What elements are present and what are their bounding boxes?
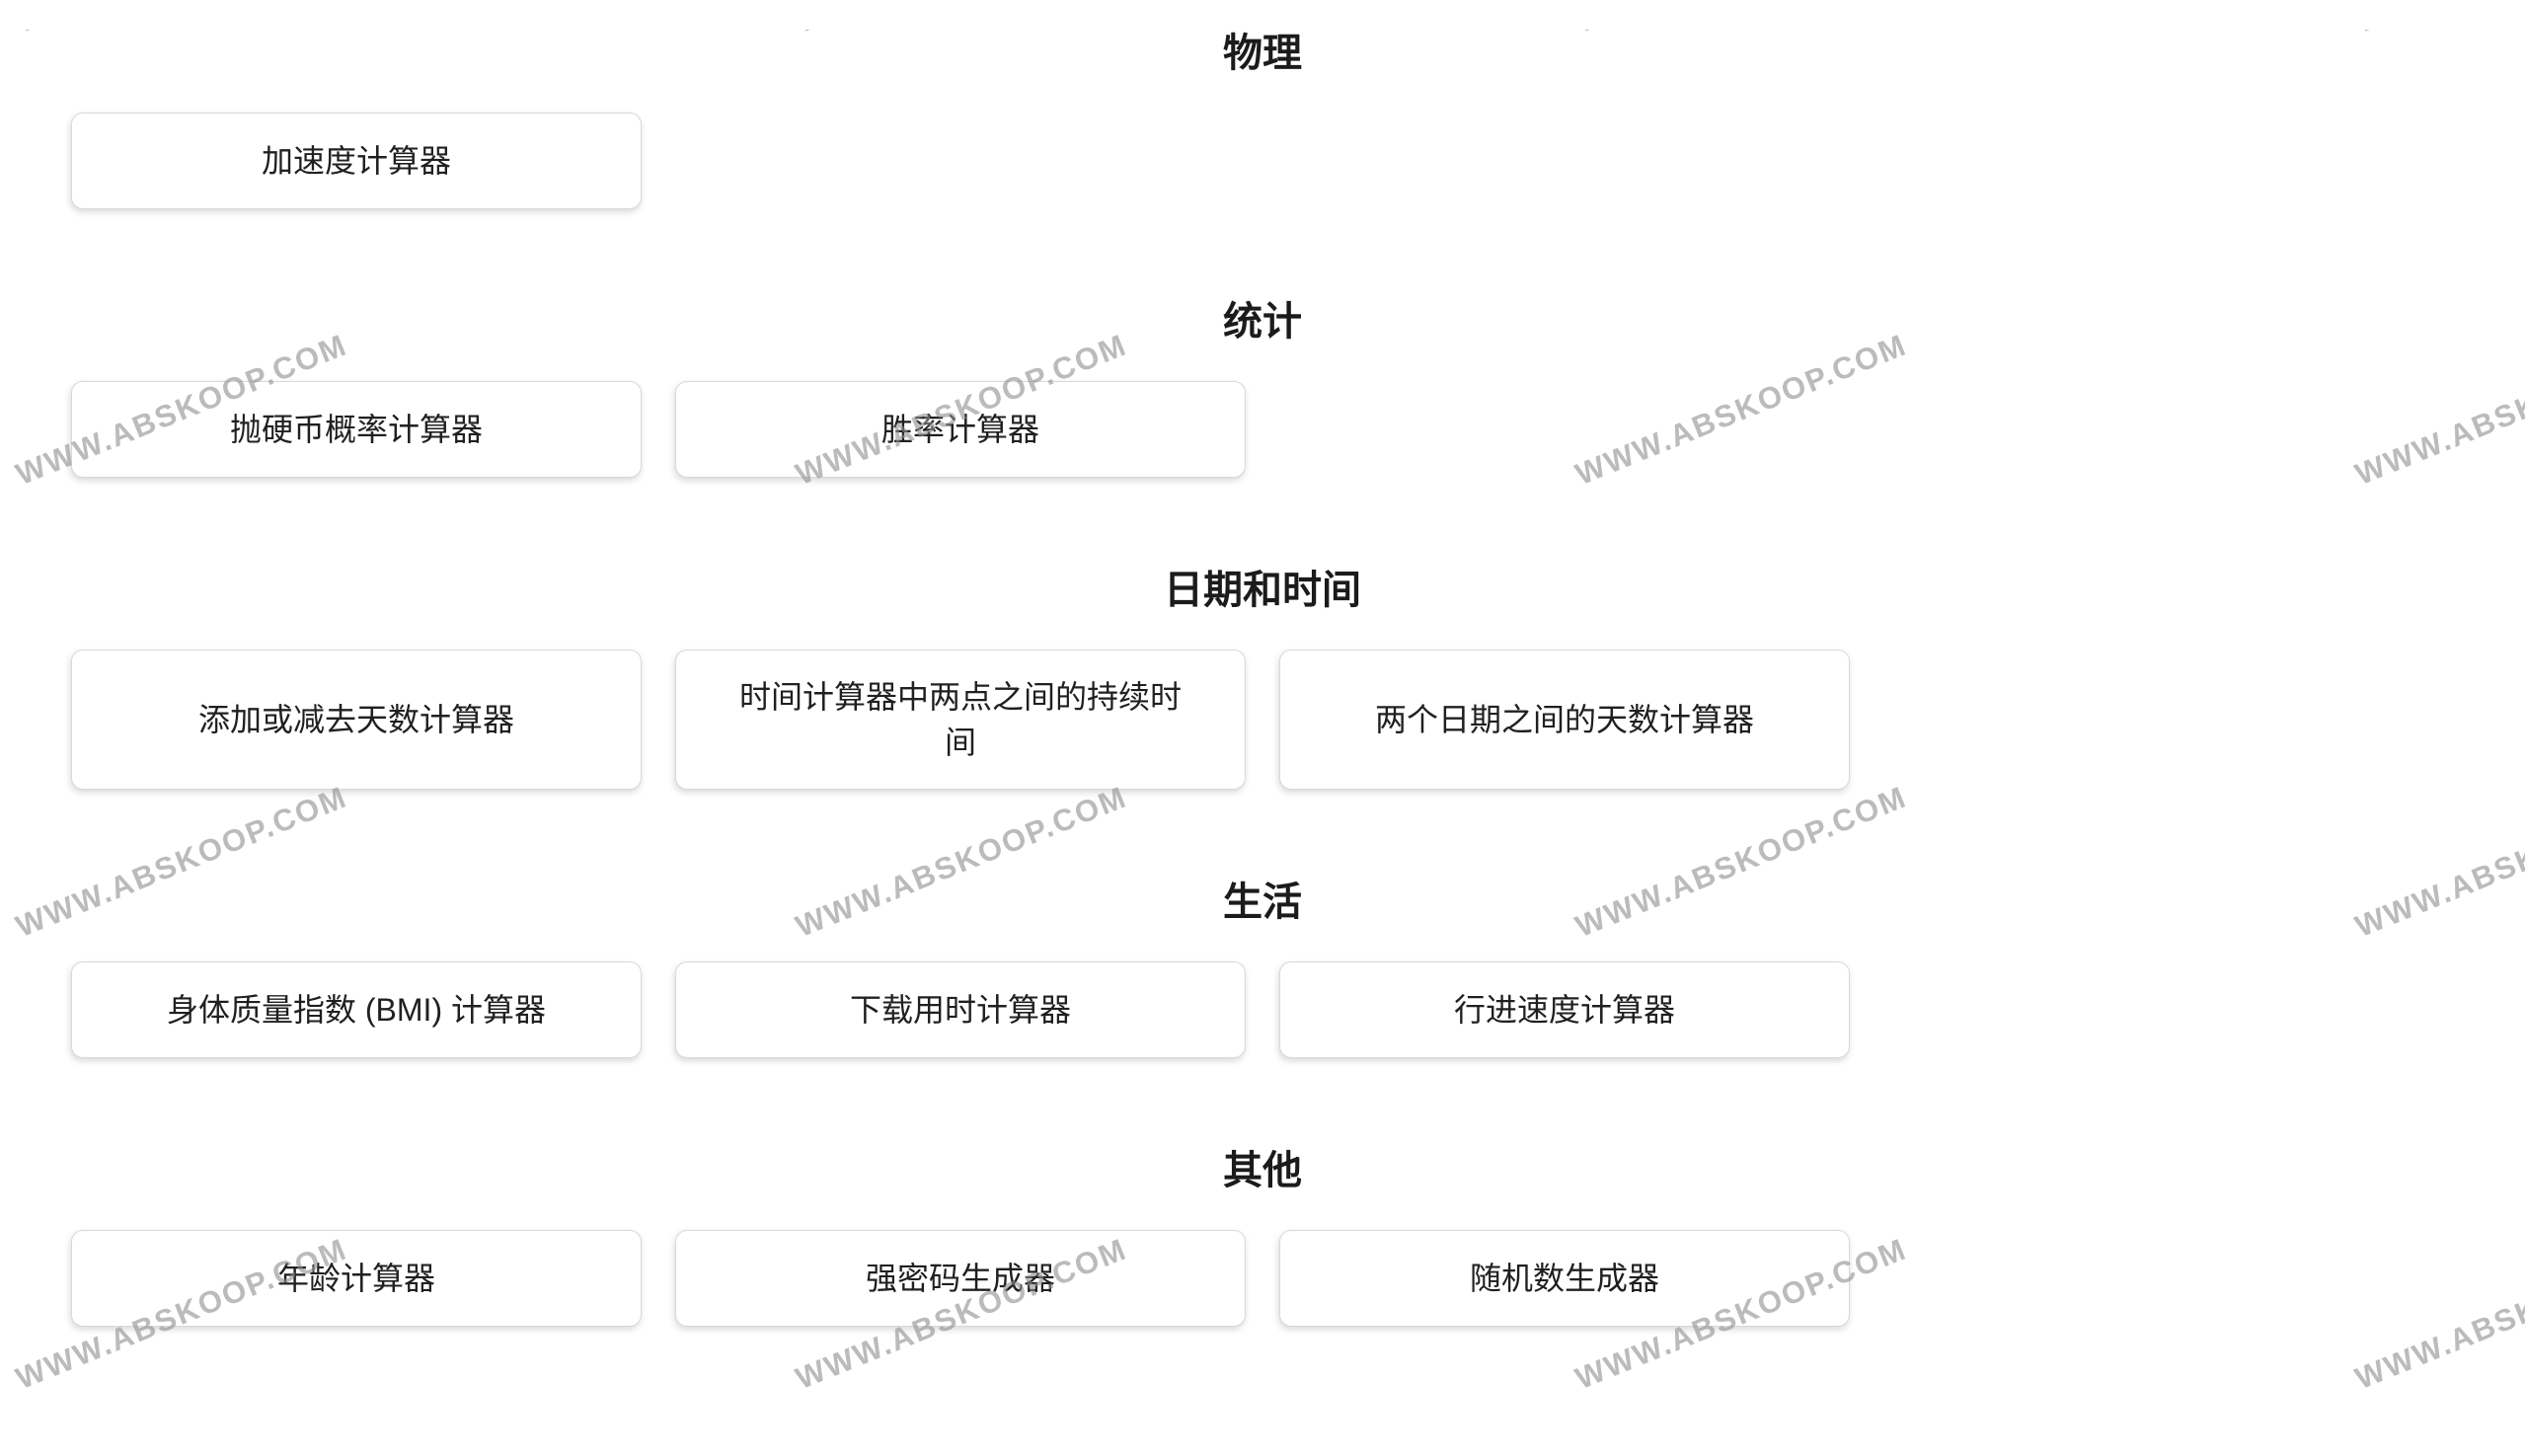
calculator-button[interactable]: 抛硬币概率计算器 (71, 381, 642, 478)
section-date-time: 日期和时间 添加或减去天数计算器 时间计算器中两点之间的持续时间 两个日期之间的… (71, 567, 2454, 790)
calculator-grid: 加速度计算器 (71, 113, 2454, 209)
calculator-grid: 年龄计算器 强密码生成器 随机数生成器 (71, 1230, 2454, 1327)
section-physics: 物理 加速度计算器 (71, 30, 2454, 209)
calculator-button[interactable]: 时间计算器中两点之间的持续时间 (675, 650, 1246, 790)
section-statistics: 统计 抛硬币概率计算器 胜率计算器 (71, 298, 2454, 478)
section-title-life: 生活 (1223, 881, 1302, 924)
calculator-grid: 抛硬币概率计算器 胜率计算器 (71, 381, 2454, 478)
calculator-button[interactable]: 下载用时计算器 (675, 961, 1246, 1058)
calculator-button[interactable]: 加速度计算器 (71, 113, 642, 209)
calculator-button[interactable]: 身体质量指数 (BMI) 计算器 (71, 961, 642, 1058)
calculator-button[interactable]: 添加或减去天数计算器 (71, 650, 642, 790)
section-other: 其他 年龄计算器 强密码生成器 随机数生成器 (71, 1147, 2454, 1327)
calculator-button[interactable]: 两个日期之间的天数计算器 (1279, 650, 1850, 790)
calculator-button[interactable]: 年龄计算器 (71, 1230, 642, 1327)
section-title-other: 其他 (1223, 1149, 1302, 1192)
calculator-button[interactable]: 行进速度计算器 (1279, 961, 1850, 1058)
calculator-grid: 添加或减去天数计算器 时间计算器中两点之间的持续时间 两个日期之间的天数计算器 (71, 650, 2454, 790)
section-title-physics: 物理 (1223, 32, 1302, 75)
calculator-button[interactable]: 胜率计算器 (675, 381, 1246, 478)
calculator-button[interactable]: 随机数生成器 (1279, 1230, 1850, 1327)
calculator-button[interactable]: 强密码生成器 (675, 1230, 1246, 1327)
section-title-statistics: 统计 (1223, 300, 1302, 344)
calculator-catalog: 物理 加速度计算器 统计 抛硬币概率计算器 胜率计算器 日期和时间 添加或减去天… (0, 30, 2525, 1327)
calculator-grid: 身体质量指数 (BMI) 计算器 下载用时计算器 行进速度计算器 (71, 961, 2454, 1058)
section-title-date-time: 日期和时间 (1164, 569, 1361, 612)
section-life: 生活 身体质量指数 (BMI) 计算器 下载用时计算器 行进速度计算器 (71, 879, 2454, 1058)
page-root: { "page": { "background": "#ffffff" }, "… (0, 30, 2525, 1456)
